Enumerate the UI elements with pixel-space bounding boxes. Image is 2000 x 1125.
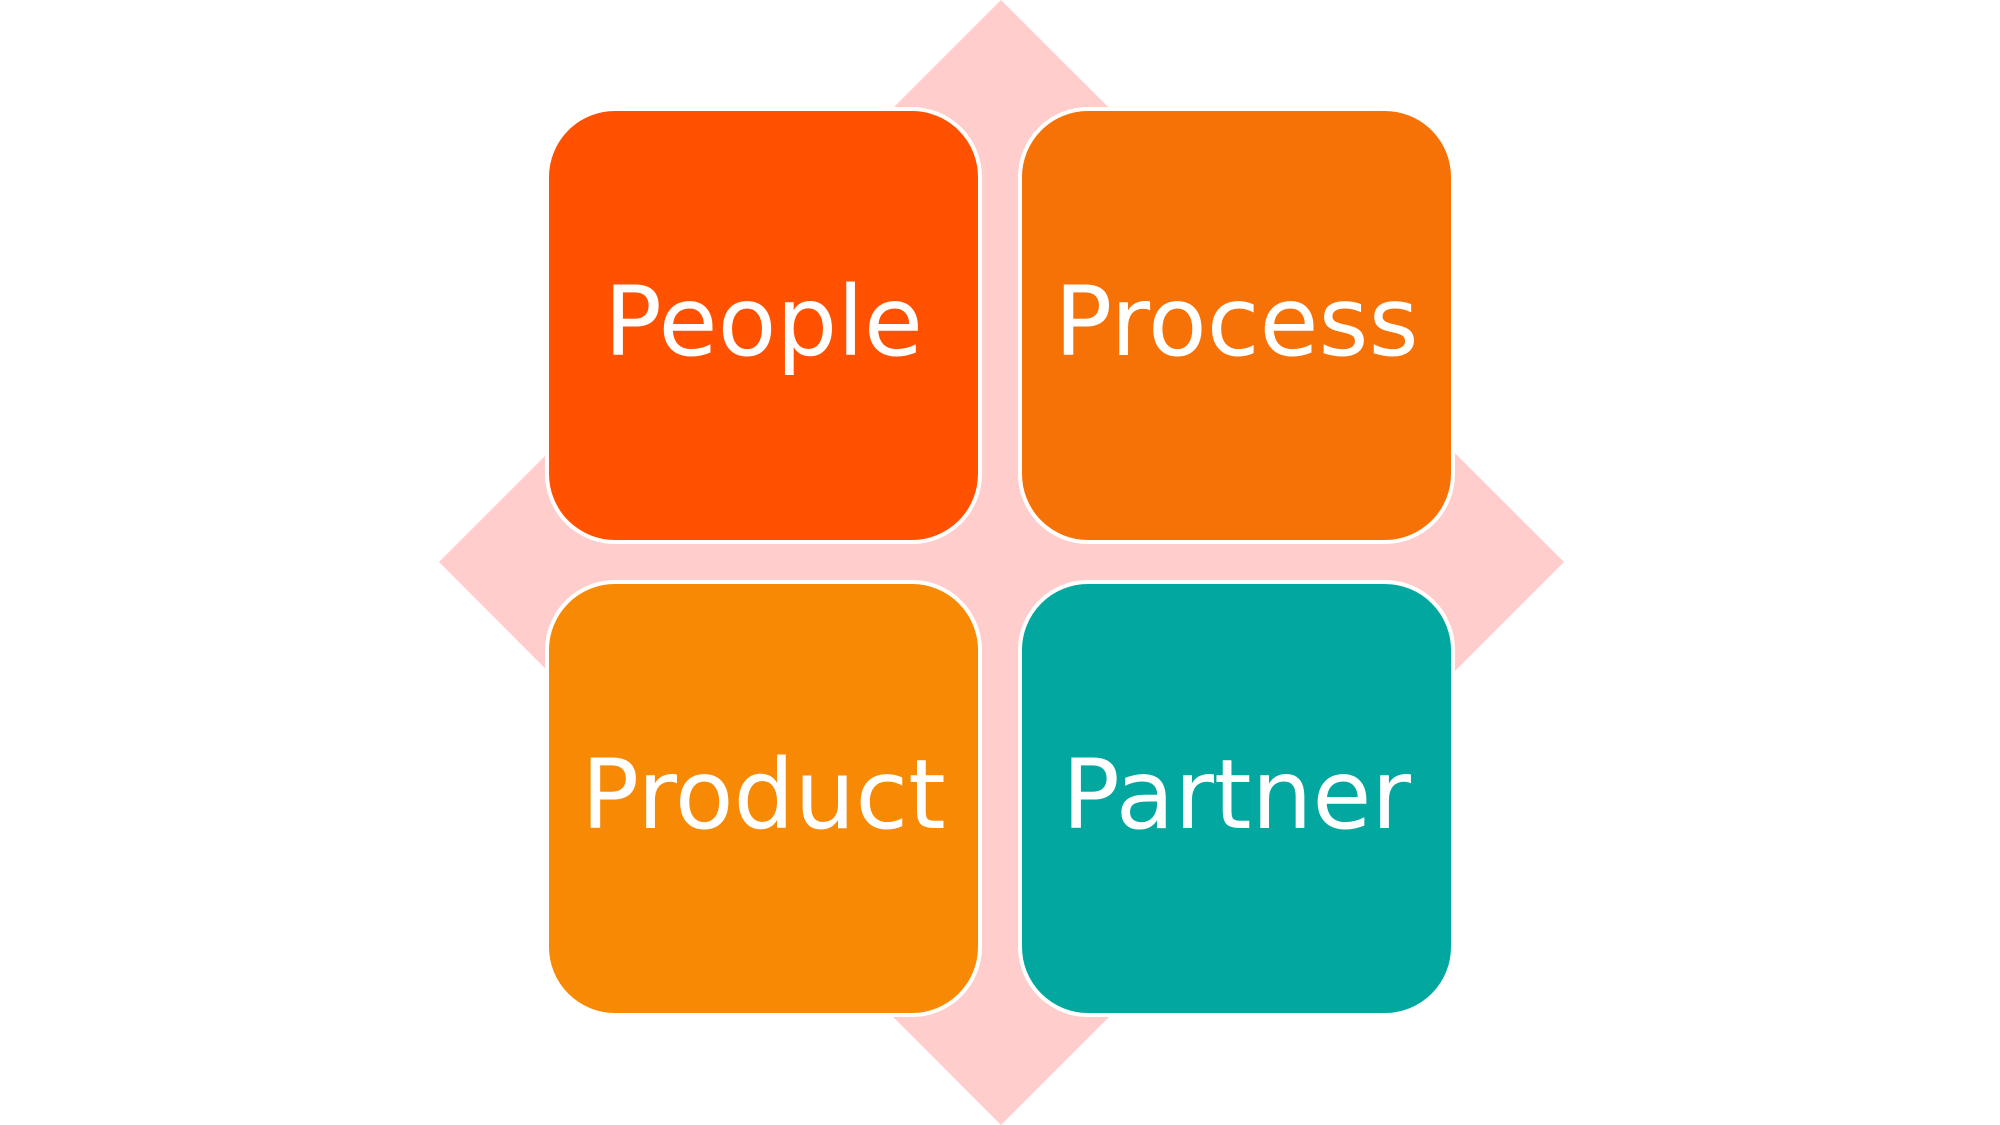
quadrant-label-people: People (604, 265, 923, 378)
quadrant-people: People (545, 107, 982, 544)
quadrant-product: Product (545, 580, 982, 1017)
quadrant-label-product: Product (581, 738, 946, 851)
quadrant-label-partner: Partner (1062, 738, 1411, 851)
quadrant-partner: Partner (1018, 580, 1455, 1017)
quadrant-process: Process (1018, 107, 1455, 544)
quadrant-label-process: Process (1054, 265, 1419, 378)
